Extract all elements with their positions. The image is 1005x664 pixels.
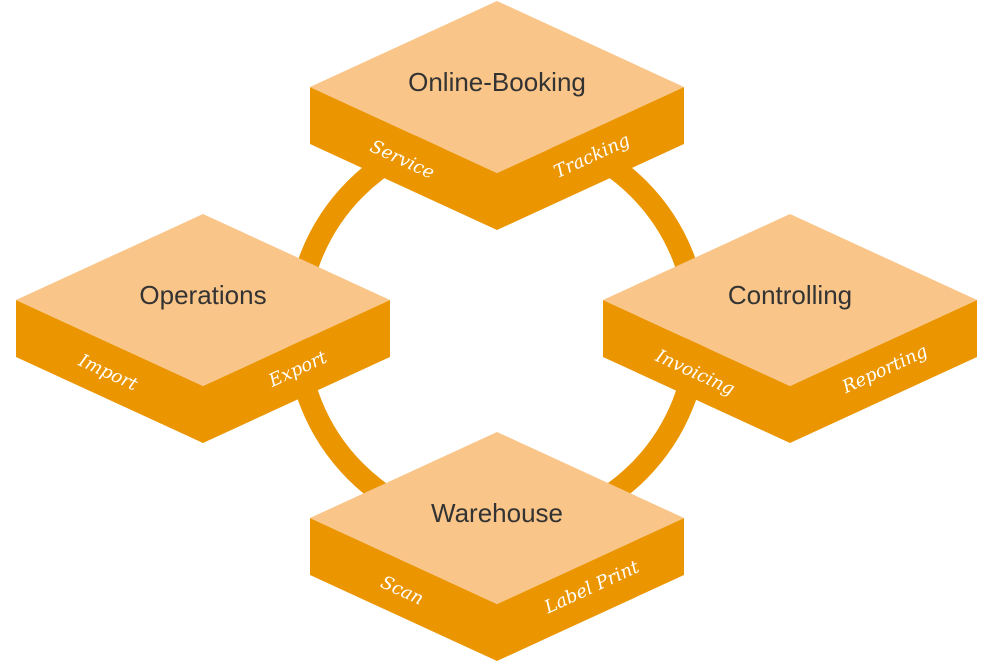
- left-face: [16, 300, 203, 443]
- right-face: [497, 87, 684, 230]
- right-face: [203, 300, 390, 443]
- block-title: Online-Booking: [408, 67, 586, 97]
- right-face: [497, 518, 684, 661]
- top-face: [310, 1, 684, 173]
- top-face: [603, 214, 977, 386]
- left-face: [310, 87, 497, 230]
- top-face: [16, 214, 390, 386]
- left-face: [310, 518, 497, 661]
- right-face: [790, 300, 977, 443]
- block-title: Warehouse: [431, 498, 563, 528]
- block-title: Operations: [139, 280, 266, 310]
- left-face: [603, 300, 790, 443]
- block-title: Controlling: [728, 280, 852, 310]
- top-face: [310, 432, 684, 604]
